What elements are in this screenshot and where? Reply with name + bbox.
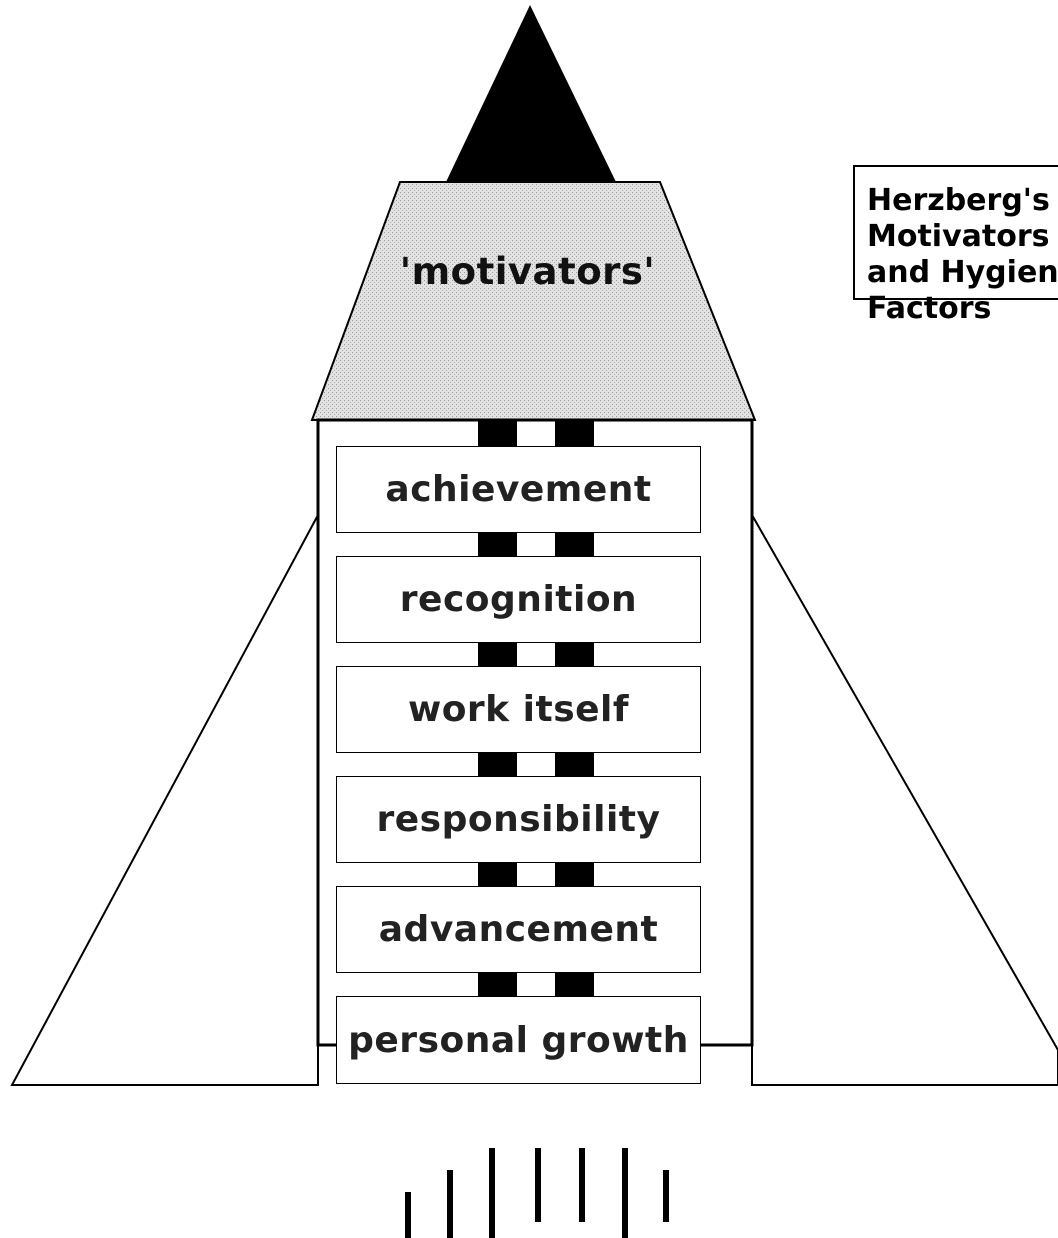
legend-line-3: and Hygiene bbox=[867, 255, 1058, 290]
right-fin bbox=[751, 511, 1058, 1086]
factor-box-personal-growth: personal growth bbox=[336, 996, 701, 1084]
factor-box-work-itself: work itself bbox=[336, 666, 701, 753]
factor-box-recognition: recognition bbox=[336, 556, 701, 643]
legend-line-4: Factors bbox=[867, 291, 992, 326]
motivators-label: 'motivators' bbox=[399, 250, 656, 293]
legend-box: Herzberg's Motivators and Hygiene Factor… bbox=[853, 165, 1058, 326]
factor-box-responsibility: responsibility bbox=[336, 776, 701, 863]
left-fin bbox=[10, 514, 319, 1086]
legend-line-1: Herzberg's bbox=[867, 183, 1050, 218]
nose-cone bbox=[310, 181, 757, 421]
factor-box-advancement: advancement bbox=[336, 886, 701, 973]
legend-line-2: Motivators bbox=[867, 219, 1050, 254]
rocket-tip bbox=[446, 5, 616, 182]
factor-box-achievement: achievement bbox=[336, 446, 701, 533]
exhaust-lines bbox=[405, 1148, 669, 1238]
